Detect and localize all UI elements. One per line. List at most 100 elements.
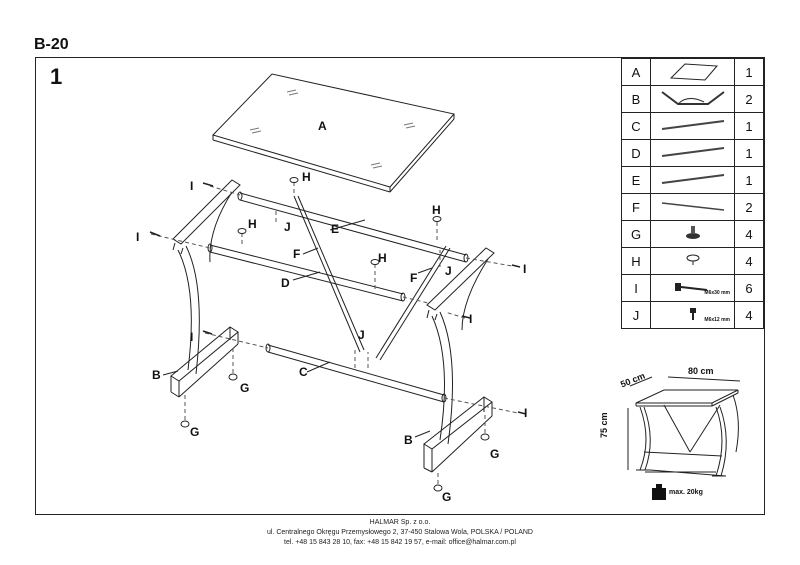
label-i: I	[190, 330, 193, 344]
part-size-note: M6x30 mm	[704, 290, 730, 296]
part-picture: M6x30 mm	[650, 274, 735, 302]
part-quantity: 1	[734, 58, 764, 86]
part-quantity: 4	[734, 220, 764, 248]
model-code: B-20	[34, 36, 69, 53]
part-quantity: 2	[734, 85, 764, 113]
part-letter: D	[621, 139, 651, 167]
label-b: B	[404, 433, 413, 447]
glide-foot-icon	[683, 225, 703, 246]
part-picture	[650, 58, 735, 86]
label-h: H	[432, 203, 441, 217]
dimension-height: 75 cm	[599, 412, 609, 438]
rod-icon	[658, 200, 728, 215]
label-j: J	[445, 264, 452, 278]
right-side-frame-b	[423, 247, 495, 473]
suction-cup-h	[237, 177, 442, 265]
part-quantity: 1	[734, 166, 764, 194]
cross-rod-f-left	[293, 195, 365, 353]
assembled-desk-sketch	[627, 376, 741, 477]
label-i: I	[469, 312, 472, 326]
part-letter: A	[621, 58, 651, 86]
label-g: G	[240, 381, 249, 395]
footer-address: ul. Centralnego Okręgu Przemysłowego 2, …	[266, 529, 533, 536]
parts-row: J M6x12 mm 4	[621, 301, 764, 329]
part-letter: J	[621, 301, 651, 329]
label-a: A	[318, 119, 327, 133]
part-quantity: 1	[734, 139, 764, 167]
drawing-frame	[35, 57, 765, 515]
part-letter: H	[621, 247, 651, 275]
part-size-note: M6x12 mm	[704, 317, 730, 323]
weight-icon	[652, 484, 666, 500]
step-number: 1	[50, 64, 63, 89]
part-quantity: 4	[734, 247, 764, 275]
label-d: D	[281, 276, 290, 290]
small-bolt-icon	[686, 307, 700, 325]
part-letter: G	[621, 220, 651, 248]
tube-e	[237, 191, 469, 263]
tube-icon	[658, 119, 728, 134]
side-frame-icon	[658, 90, 728, 111]
label-e: E	[331, 222, 339, 236]
label-b: B	[152, 368, 161, 382]
suction-cup-icon	[683, 254, 703, 271]
part-letter: E	[621, 166, 651, 194]
label-g: G	[442, 490, 451, 504]
part-quantity: 6	[734, 274, 764, 302]
cross-rod-f-right	[375, 245, 451, 361]
label-c: C	[299, 365, 308, 379]
label-f: F	[293, 247, 300, 261]
part-letter: B	[621, 85, 651, 113]
part-picture	[650, 166, 735, 194]
label-h: H	[302, 170, 311, 184]
part-picture	[650, 220, 735, 248]
label-h: H	[378, 251, 387, 265]
part-picture	[650, 85, 735, 113]
label-j: J	[284, 220, 291, 234]
part-letter: C	[621, 112, 651, 140]
tube-icon	[658, 173, 728, 188]
label-j: J	[358, 328, 365, 342]
label-i: I	[136, 230, 139, 244]
label-g: G	[190, 425, 199, 439]
label-f: F	[410, 271, 417, 285]
part-letter: I	[621, 274, 651, 302]
label-i: I	[523, 262, 526, 276]
glide-foot-g	[180, 373, 490, 492]
dimension-width: 80 cm	[688, 366, 714, 376]
part-quantity: 1	[734, 112, 764, 140]
footer-contact: tel. +48 15 843 28 10, fax: +48 15 842 1…	[284, 539, 516, 546]
part-picture	[650, 139, 735, 167]
tube-icon	[658, 146, 728, 161]
parts-row: I M6x30 mm 6	[621, 274, 764, 302]
left-side-frame-b	[170, 179, 241, 398]
label-g: G	[490, 447, 499, 461]
footer-company: HALMAR Sp. z o.o.	[369, 519, 431, 526]
part-picture: M6x12 mm	[650, 301, 735, 329]
glass-top-a	[212, 73, 455, 193]
part-quantity: 4	[734, 301, 764, 329]
bolt-i	[149, 182, 527, 415]
label-h: H	[248, 217, 257, 231]
part-letter: F	[621, 193, 651, 221]
bolt-icon	[673, 282, 713, 297]
part-quantity: 2	[734, 193, 764, 221]
glass-top-icon	[663, 62, 723, 85]
part-picture	[650, 247, 735, 275]
part-picture	[650, 193, 735, 221]
tube-c	[265, 343, 447, 403]
max-load: max. 20kg	[669, 489, 703, 496]
label-i: I	[190, 179, 193, 193]
label-i: I	[524, 406, 527, 420]
part-picture	[650, 112, 735, 140]
